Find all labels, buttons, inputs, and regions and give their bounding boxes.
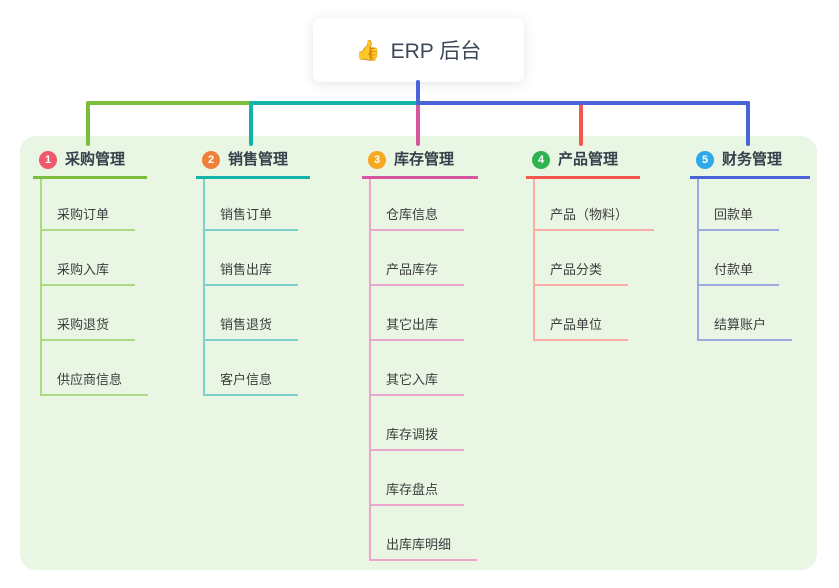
branch-spine-line [697,179,699,341]
child-node[interactable]: 客户信息 [203,371,299,396]
child-node[interactable]: 仓库信息 [369,206,465,231]
branch-sales: 2 销售管理 销售订单 销售出库 销售退货 客户信息 [196,146,310,396]
branch-finance: 5 财务管理 回款单 付款单 结算账户 [690,146,810,341]
child-node[interactable]: 产品单位 [533,316,629,341]
branch-spine-line [369,179,371,561]
badge-3: 3 [368,151,386,169]
child-node[interactable]: 产品（物料） [533,206,655,231]
child-node[interactable]: 其它出库 [369,316,465,341]
badge-4: 4 [532,151,550,169]
thumbs-up-icon: 👍 [355,39,381,62]
branch-product: 4 产品管理 产品（物料） 产品分类 产品单位 [526,146,655,341]
branch-label: 采购管理 [65,151,126,168]
child-node[interactable]: 回款单 [697,206,780,231]
child-node[interactable]: 采购订单 [40,206,136,231]
branch-spine-line [40,179,42,396]
root-node-title: ERP 后台 [390,40,482,63]
child-node[interactable]: 付款单 [697,261,780,286]
connector-branch-1 [86,101,253,105]
connector-drop-branch-5 [746,101,750,146]
child-node[interactable]: 库存调拨 [369,426,465,451]
child-node[interactable]: 销售退货 [203,316,299,341]
child-node[interactable]: 出库库明细 [369,536,478,561]
connector-drop-branch-4 [579,101,583,146]
branch-heading-inventory[interactable]: 3 库存管理 [362,146,478,179]
child-node[interactable]: 其它入库 [369,371,465,396]
child-node[interactable]: 供应商信息 [40,371,149,396]
branch-inventory: 3 库存管理 仓库信息 产品库存 其它出库 其它入库 库存调拨 库存盘点 出库库… [362,146,478,561]
branch-spine-line [203,179,205,396]
child-node[interactable]: 销售出库 [203,261,299,286]
connector-drop-branch-2 [249,101,253,146]
branch-label: 产品管理 [558,151,619,168]
connector-branch-2 [249,101,420,105]
branch-heading-sales[interactable]: 2 销售管理 [196,146,310,179]
child-node[interactable]: 产品库存 [369,261,465,286]
child-node[interactable]: 产品分类 [533,261,629,286]
branch-label: 库存管理 [394,151,455,168]
child-node[interactable]: 结算账户 [697,316,793,341]
connector-branch-5 [416,101,750,105]
badge-5: 5 [696,151,714,169]
branch-spine-line [533,179,535,341]
root-connector-stub [416,80,420,105]
branch-procurement: 1 采购管理 采购订单 采购入库 采购退货 供应商信息 [33,146,149,396]
branch-label: 销售管理 [228,151,289,168]
badge-1: 1 [39,151,57,169]
child-node[interactable]: 库存盘点 [369,481,465,506]
badge-2: 2 [202,151,220,169]
branch-heading-product[interactable]: 4 产品管理 [526,146,640,179]
mindmap-panel [20,136,817,570]
root-node-erp[interactable]: 👍 ERP 后台 [313,18,524,82]
child-node[interactable]: 销售订单 [203,206,299,231]
branch-label: 财务管理 [722,151,783,168]
branch-heading-finance[interactable]: 5 财务管理 [690,146,810,179]
connector-drop-branch-3 [416,101,420,146]
child-node[interactable]: 采购入库 [40,261,136,286]
connector-drop-branch-1 [86,101,90,146]
branch-heading-procurement[interactable]: 1 采购管理 [33,146,147,179]
child-node[interactable]: 采购退货 [40,316,136,341]
